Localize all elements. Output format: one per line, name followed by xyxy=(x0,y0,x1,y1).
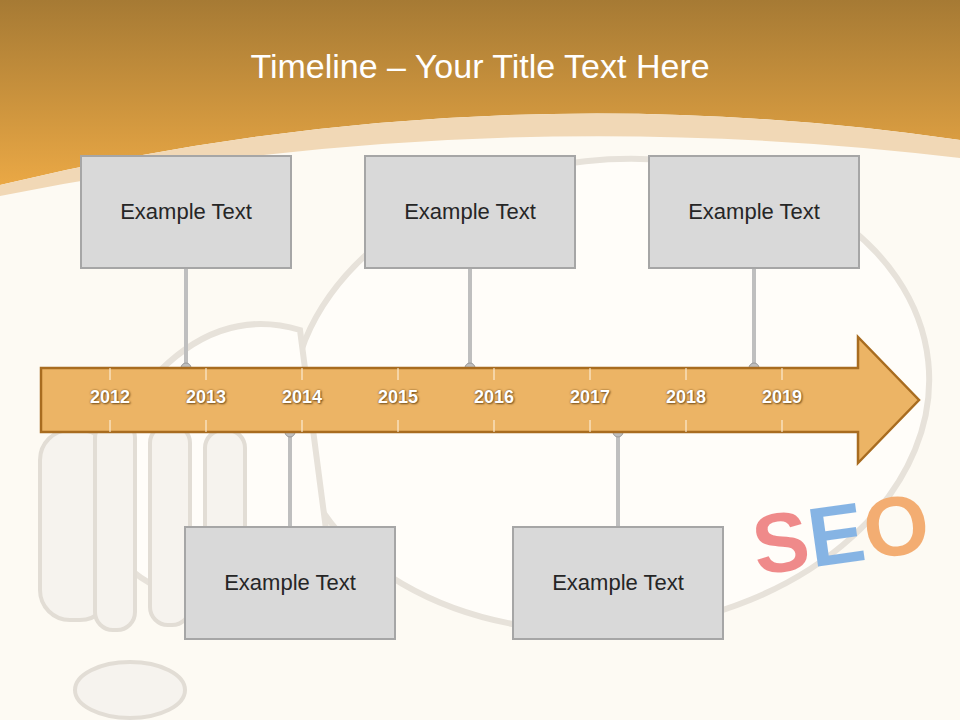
year-label: 2018 xyxy=(666,387,706,408)
leader-line xyxy=(181,269,191,373)
year-label: 2019 xyxy=(762,387,802,408)
leader-line xyxy=(613,427,623,526)
event-box: Example Text xyxy=(364,155,576,269)
watermark-text: SEO xyxy=(747,480,934,588)
timeline-arrow: 2012 2013 2014 2015 2016 2017 2018 2019 xyxy=(40,336,920,464)
year-label: 2016 xyxy=(474,387,514,408)
leader-line xyxy=(749,269,759,373)
event-box: Example Text xyxy=(80,155,292,269)
box-text: Example Text xyxy=(688,199,820,225)
year-label: 2017 xyxy=(570,387,610,408)
year-label: 2012 xyxy=(90,387,130,408)
event-box: Example Text xyxy=(512,526,724,640)
leader-line xyxy=(285,427,295,526)
year-label: 2014 xyxy=(282,387,322,408)
event-box: Example Text xyxy=(184,526,396,640)
leader-line xyxy=(465,269,475,373)
box-text: Example Text xyxy=(120,199,252,225)
slide-title: Timeline – Your Title Text Here xyxy=(0,44,960,88)
event-box: Example Text xyxy=(648,155,860,269)
box-text: Example Text xyxy=(552,570,684,596)
year-label: 2015 xyxy=(378,387,418,408)
box-text: Example Text xyxy=(404,199,536,225)
year-label: 2013 xyxy=(186,387,226,408)
box-text: Example Text xyxy=(224,570,356,596)
